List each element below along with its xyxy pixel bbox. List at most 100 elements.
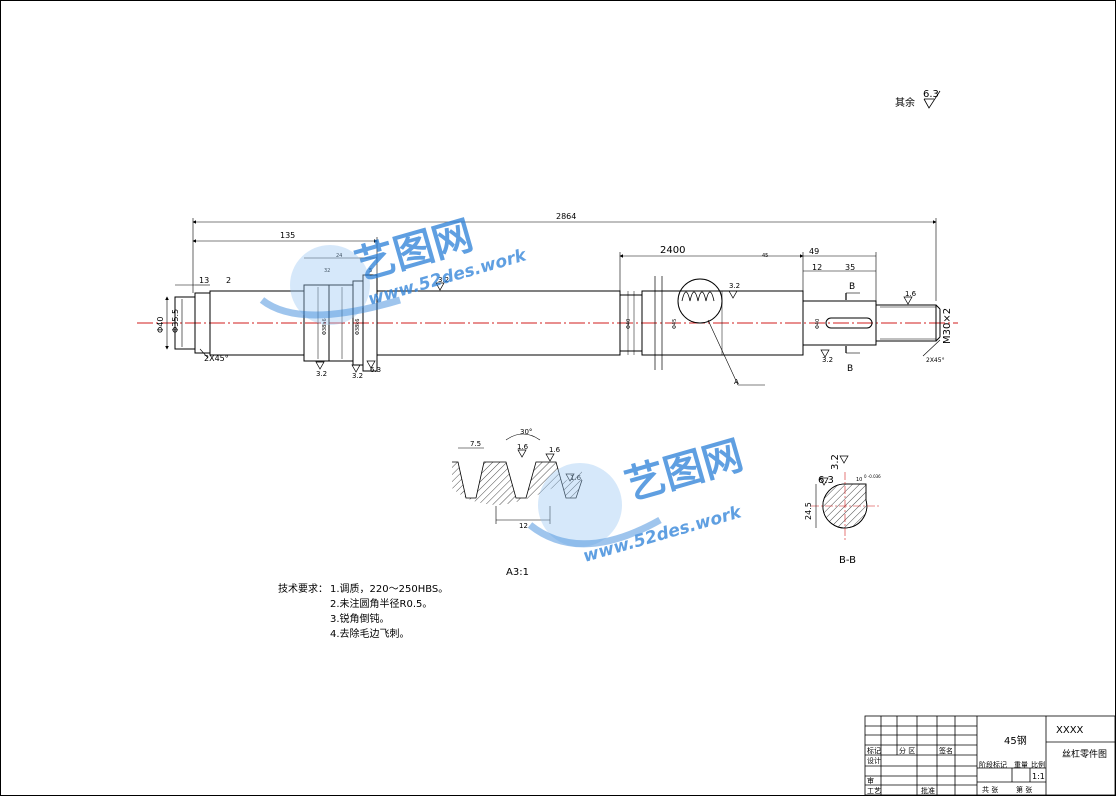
roughness-symbol-icon (820, 349, 830, 358)
label-total: 共 张 (982, 785, 998, 794)
dimension-lines (165, 218, 941, 359)
section-bb-texts: 3.2 6.3 24.5 10 0 -0.036 B-B (804, 454, 881, 566)
roughness-symbol-icon (923, 90, 941, 109)
roughness-r3: 6.3 (370, 366, 381, 374)
roughness-r2: 3.2 (352, 372, 363, 380)
roughness-r7: 3.2 (822, 356, 833, 364)
section-bb-view (811, 455, 879, 540)
part-name: 丝杠零件图 (1062, 748, 1107, 760)
dim-left-a: 13 (199, 276, 209, 285)
detail-dim-bottom: 12 (519, 522, 528, 530)
bb-dim-height: 24.5 (804, 502, 813, 520)
roughness-symbol-icon (728, 290, 738, 299)
bb-roughness-b: 6.3 (818, 475, 834, 486)
dim-left-section: 135 (280, 231, 295, 240)
dim-left-d: 24 (336, 253, 342, 259)
roughness-symbol-icon (839, 455, 849, 464)
roughness-symbol-icon (315, 361, 325, 370)
dim-chamfer-left: 2X45° (204, 354, 229, 363)
dim-mid-b: 45 (762, 253, 768, 259)
watermark-bottom: 艺图网 www.52des.work (527, 432, 748, 567)
label-stage-mark: 阶段标记 (979, 760, 1007, 769)
tech-requirement-item: 1.调质，220～250HBS。 (330, 584, 449, 595)
bb-keyway-tol: 0 -0.036 (864, 474, 881, 479)
dim-dia-small-5: Φ40 (815, 319, 821, 329)
tech-requirements: 技术要求：1.调质，220～250HBS。 2.未注圆角半径R0.5。 3.锐角… (278, 582, 448, 642)
label-zones: 分 区 (899, 746, 915, 755)
label-mark: 标记 (867, 746, 881, 755)
label-weight: 重量 (1014, 761, 1028, 769)
dim-dia-35-5: Φ35.5 (171, 309, 180, 333)
roughness-symbol-icon (545, 453, 555, 462)
label-review: 审 (867, 776, 874, 785)
label-approve: 批准 (921, 786, 935, 795)
dim-dia-small-4: Φ45 (672, 319, 678, 329)
roughness-symbol-icon (351, 364, 361, 373)
material: 45钢 (1004, 734, 1027, 747)
tech-requirement-item: 3.锐角倒钝。 (330, 614, 390, 625)
roughness-r5: 3.2 (729, 282, 740, 290)
label-ratio: 比例 (1031, 760, 1045, 769)
label-design: 设计 (867, 756, 881, 765)
roughness-symbol-icon (565, 473, 575, 482)
dim-right-c: 35 (845, 263, 855, 272)
dim-left-b: 2 (226, 276, 231, 285)
detail-roughness-c: 1.6 (570, 474, 582, 482)
section-bb-label: B-B (839, 555, 856, 566)
watermark-cn-bottom: 艺图网 (620, 432, 748, 509)
title-block-texts: 45钢 XXXX 丝杠零件图 1:1 标记 分 区 签名 设计 审 工艺 批准 … (867, 725, 1107, 795)
roughness-note-value: 6.3 (923, 89, 939, 100)
scale: 1:1 (1032, 772, 1045, 781)
detail-view-a (452, 433, 583, 524)
section-mark-a: A (734, 378, 739, 386)
dim-chamfer-right: 2X45° (926, 357, 945, 364)
bb-roughness-a: 3.2 (830, 454, 841, 470)
label-sheet: 第 张 (1016, 785, 1032, 794)
detail-a-texts: 7.5 30° 12 1.6 1.6 1.6 A3:1 (470, 428, 582, 578)
dim-dia-small-3: Φ40 (626, 319, 632, 329)
section-mark-b-top: B (849, 282, 855, 292)
detail-roughness-a: 1.6 (517, 443, 529, 451)
label-sign: 签名 (939, 746, 953, 755)
section-mark-b-bottom: B (847, 364, 853, 374)
detail-roughness-b: 1.6 (549, 446, 561, 454)
tech-requirement-item: 4.去除毛边飞刺。 (330, 629, 410, 640)
company-name: XXXX (1056, 725, 1084, 736)
dim-left-e: 5 (369, 268, 372, 274)
title-block (864, 715, 1116, 796)
dimension-texts: 2864 135 13 2 32 24 5 2400 45 49 12 35 Φ… (156, 212, 953, 364)
dim-dia-small-2: Φ38k6 (355, 319, 361, 335)
roughness-r4: 3.2 (438, 276, 449, 284)
dim-thread-m30: M30×2 (942, 308, 953, 344)
tech-requirements-title: 技术要求： (278, 584, 328, 595)
detail-a-label: A3:1 (506, 567, 529, 578)
roughness-r6: 1.6 (905, 290, 917, 298)
label-process: 工艺 (867, 787, 881, 795)
roughness-note-label: 其余 (895, 96, 915, 109)
roughness-marks: 3.2 3.2 6.3 3.2 3.2 1.6 3.2 (315, 276, 917, 380)
detail-a-callout-circle (677, 278, 723, 324)
dim-mid-thread: 2400 (660, 245, 685, 256)
detail-dim-angle: 30° (520, 428, 532, 436)
roughness-symbol-icon (517, 449, 527, 458)
detail-dim-top-left: 7.5 (470, 440, 481, 448)
roughness-r1: 3.2 (316, 370, 327, 378)
dim-dia-40: Φ40 (156, 317, 165, 333)
shaft-main-view (137, 274, 958, 386)
tech-requirement-item: 2.未注圆角半径R0.5。 (330, 599, 433, 610)
dim-dia-small-1: Φ38h6 (322, 318, 328, 335)
bb-dim-key: 10 (856, 477, 862, 483)
dim-left-c: 32 (324, 268, 330, 274)
roughness-symbol-icon (366, 360, 376, 369)
dim-right-b: 12 (812, 263, 822, 272)
general-roughness-note: 其余 6.3 (895, 89, 941, 109)
dim-right-a: 49 (809, 247, 819, 256)
roughness-symbol-icon (903, 296, 913, 305)
roughness-symbol-icon (435, 282, 445, 291)
watermark-top: 艺图网 www.52des.work (259, 212, 530, 325)
section-marks: B B A (734, 282, 855, 386)
roughness-symbol-icon (819, 477, 829, 486)
dim-overall: 2864 (556, 212, 576, 221)
